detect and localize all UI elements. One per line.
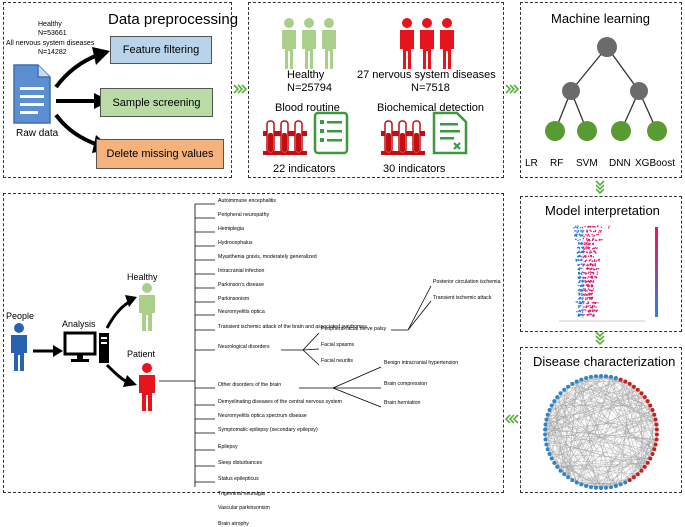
patient-tree-label: Patient: [127, 349, 156, 359]
healthy-people-icon: [282, 18, 336, 69]
raw-data-label: Raw data: [16, 128, 59, 139]
test-tubes-icon: [381, 120, 425, 155]
disease-item: Symptomatic epilepsy (secondary epilepsy…: [218, 427, 318, 433]
cohort-disease-label: 27 nervous system diseases: [357, 69, 496, 81]
machine-learning-panel: Machine learning LR RF SVM DNN XGBoost: [520, 2, 682, 178]
cohort-disease-count: N=7518: [411, 82, 450, 94]
document-icon: [13, 64, 51, 124]
biochemical-title: Biochemical detection: [377, 102, 485, 114]
chevron-down-icon: [595, 180, 605, 194]
disease-item: Neurological disorders: [218, 344, 270, 350]
chevron-left-icon: [505, 414, 519, 424]
healthy-tree-label: Healthy: [127, 272, 158, 282]
all-disease-label: All nervous system diseases: [6, 40, 95, 47]
disease-subitem: Posterior circulation ischemia: [433, 279, 501, 285]
analysis-label: Analysis: [62, 319, 96, 329]
disease-item: Hemiplegia: [218, 226, 244, 232]
disease-item: Sleep disturbances: [218, 460, 263, 466]
disease-subitem: Transient ischemic attack: [433, 295, 492, 301]
disease-characterization-panel: Disease characterization: [520, 347, 682, 493]
disease-item: Parkinsonism: [218, 296, 250, 302]
disease-item: Other disorders of the brain: [218, 382, 282, 388]
blood-routine-title: Blood routine: [275, 102, 340, 114]
model-interpretation-panel: Model interpretation: [520, 196, 682, 332]
disease-subitem: Facial spasms: [321, 342, 355, 348]
disease-item: Hydrocephalus: [218, 240, 253, 246]
sample-screening-box: Sample screening: [100, 88, 213, 117]
biochemical-count: 30 indicators: [383, 163, 446, 175]
cohort-healthy-label: Healthy: [287, 69, 325, 81]
model-dnn: DNN: [609, 158, 631, 169]
disease-item: Neuromyelitis optica spectrum disease: [218, 413, 307, 419]
ml-title: Machine learning: [551, 11, 651, 26]
disease-item: Autoimmune encephalitis: [218, 198, 276, 204]
people-label: People: [6, 311, 35, 321]
chevron-down-icon: [595, 331, 605, 345]
patient-person-icon: [139, 363, 155, 411]
model-rf: RF: [550, 158, 564, 169]
delete-missing-values-box: Delete missing values: [96, 139, 224, 169]
disease-item: Parkinson's disease: [218, 282, 264, 288]
decision-tree-icon: [545, 37, 667, 141]
disease-item: Status epilepticus: [218, 476, 259, 482]
disease-item: Intracranial infection: [218, 268, 265, 274]
disease-subitem: Benign intracranial hypertension: [384, 360, 459, 366]
disease-subitem: Brain herniation: [384, 400, 421, 406]
report-icon: [432, 111, 468, 155]
model-svm: SVM: [576, 158, 598, 169]
disease-item: Brain atrophy: [218, 521, 249, 527]
healthy-count: N=53661: [38, 30, 67, 37]
chevron-right-icon: [505, 84, 519, 94]
disease-subitem: Peripheral facial nerve palsy: [321, 326, 387, 332]
disease-item: Epilepsy: [218, 444, 238, 450]
tree-diagram: [11, 203, 432, 487]
test-tubes-icon: [263, 120, 307, 155]
model-xgboost: XGBoost: [635, 158, 676, 169]
disease-item: Neuromyelitis optica: [218, 309, 265, 315]
people-icon: [11, 323, 27, 371]
cohort-panel: Healthy N=25794 27 nervous system diseas…: [248, 2, 504, 178]
healthy-label: Healthy: [38, 21, 62, 28]
chevron-right-icon: [233, 84, 247, 94]
model-lr: LR: [525, 158, 538, 169]
checklist-icon: [313, 111, 349, 155]
patient-people-icon: [400, 18, 454, 69]
shap-beeswarm-thumbnail: [559, 225, 658, 322]
disease-item: Trigeminal neuralgia: [218, 491, 265, 497]
disease-item: Demyelinating diseases of the central ne…: [218, 399, 342, 405]
disease-item: Transient ischemic attack of the brain a…: [218, 324, 367, 330]
cohort-healthy-count: N=25794: [287, 82, 332, 94]
preprocessing-title: Data preprocessing: [108, 11, 239, 28]
computer-icon: [63, 331, 109, 363]
blood-routine-count: 22 indicators: [273, 163, 336, 175]
disease-item: Peripheral neuropathy: [218, 212, 270, 218]
disease-char-title: Disease characterization: [533, 354, 676, 369]
disease-item: Myasthenia gravis, moderately generalize…: [218, 254, 317, 260]
disease-subitem: Brain compression: [384, 381, 427, 387]
all-disease-count: N=14282: [38, 49, 67, 56]
network-graph: [543, 374, 659, 490]
data-preprocessing-panel: Data preprocessing Healthy N=53661 All n…: [3, 2, 238, 178]
interp-title: Model interpretation: [545, 203, 660, 218]
healthy-person-icon: [139, 283, 155, 331]
disease-item: Vascular parkinsonism: [218, 505, 270, 511]
disease-subitem: Facial neuritis: [321, 358, 354, 364]
feature-filtering-box: Feature filtering: [110, 36, 212, 64]
